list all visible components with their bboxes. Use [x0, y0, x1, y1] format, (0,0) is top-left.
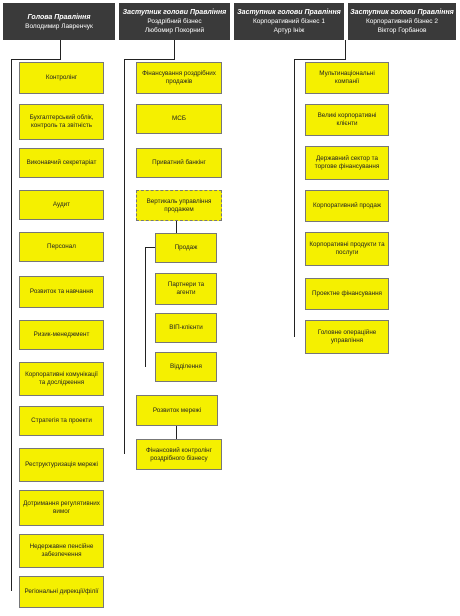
connector-col2-bar — [124, 59, 175, 60]
header-title: Заступник голови Правління — [122, 9, 227, 16]
unit-main-operations: Головне операційне управління — [305, 320, 389, 354]
unit-executive-secretariat: Виконавчий секретаріат — [19, 148, 104, 178]
header-deputy-retail: Заступник голови Правління Роздрібний бі… — [119, 3, 230, 40]
unit-partners-agents: Партнери та агенти — [155, 273, 217, 305]
header-division: Корпоративний бізнес 2 — [366, 18, 438, 25]
unit-retail-financing: Фінансування роздрібних продажів — [136, 62, 222, 94]
unit-multinational: Мультинаціональні компанії — [305, 62, 389, 94]
header-deputy-corporate-2: Заступник голови Правління Корпоративний… — [348, 3, 456, 40]
unit-personnel: Персонал — [19, 232, 104, 262]
unit-development-training: Розвиток та навчання — [19, 276, 104, 308]
connector-col1-bar — [11, 59, 61, 60]
unit-strategy-projects: Стратегія та проекти — [19, 406, 104, 436]
header-title: Заступник голови Правління — [237, 9, 341, 16]
connector-col2-trunk — [174, 40, 175, 60]
connector-col2-bottom — [176, 426, 177, 439]
unit-accounting: Бухгалтерський облік, контроль та звітні… — [19, 104, 104, 140]
unit-audit: Аудит — [19, 190, 104, 220]
unit-pension: Недержавне пенсійне забезпечення — [19, 534, 104, 568]
connector-col2-sub-vertical — [145, 247, 146, 367]
connector-col3-bar — [294, 59, 346, 60]
header-name: Артур Ініж — [273, 27, 305, 34]
unit-large-corporate: Великі корпоративні клієнти — [305, 104, 389, 136]
unit-vip-clients: ВІП-клієнти — [155, 313, 217, 343]
connector-col3-spine — [294, 59, 295, 337]
unit-corporate-communications: Корпоративні комунікації та дослідження — [19, 362, 104, 396]
connector-col3-trunk — [345, 40, 346, 60]
connector-col1-spine — [11, 59, 12, 591]
header-ceo: Голова Правління Володимир Лавренчук — [3, 3, 115, 40]
header-division: Роздрібний бізнес — [147, 18, 202, 25]
unit-retail-financial-controlling: Фінансовий контролінг роздрібного бізнес… — [136, 439, 222, 470]
unit-branches: Відділення — [155, 352, 217, 382]
unit-risk-management: Ризик-менеджмент — [19, 320, 104, 350]
header-division: Корпоративний бізнес 1 — [253, 18, 325, 25]
unit-network-restructuring: Реструктуризація мережі — [19, 448, 104, 482]
unit-compliance: Дотримання регулятивних вимог — [19, 490, 104, 526]
unit-project-finance: Проектне фінансування — [305, 278, 389, 310]
header-name: Володимир Лавренчук — [25, 22, 93, 30]
connector-col1-trunk — [60, 40, 61, 60]
unit-private-banking: Приватний банкінг — [136, 148, 222, 178]
header-name: Любомир Покорний — [144, 27, 205, 34]
unit-sales: Продаж — [155, 233, 217, 263]
unit-public-sector: Державний сектор та торгове фінансування — [305, 146, 389, 180]
unit-sme: МСБ — [136, 104, 222, 134]
unit-corporate-products: Корпоративні продукти та послуги — [305, 232, 389, 266]
header-title: Голова Правління — [27, 13, 91, 21]
connector-col2-spine — [124, 59, 125, 454]
unit-corporate-sales: Корпоративний продаж — [305, 190, 389, 222]
unit-sales-vertical: Вертикаль управління продажем — [136, 190, 222, 221]
header-title: Заступник голови Правління — [350, 9, 454, 16]
unit-regional-directorates: Регіональні дирекції/філії — [19, 576, 104, 608]
header-name: Віктор Горбанов — [377, 27, 427, 34]
unit-network-development: Розвиток мережі — [136, 395, 218, 426]
header-deputy-corporate-1: Заступник голови Правління Корпоративний… — [234, 3, 344, 40]
unit-controlling: Контролінг — [19, 62, 104, 94]
